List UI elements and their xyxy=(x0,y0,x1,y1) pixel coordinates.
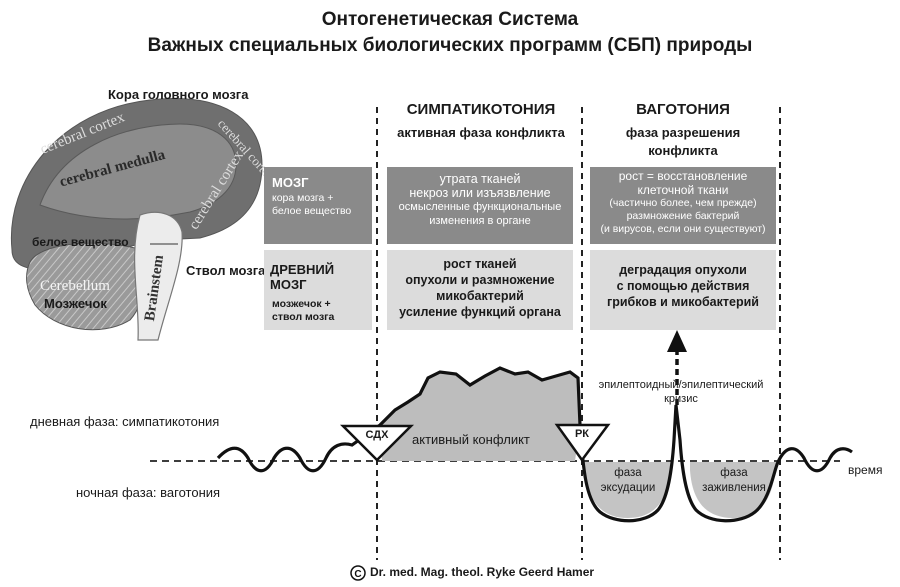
crisis-label-1: эпилептоидный/эпилептический xyxy=(598,379,764,391)
exudation-label-2: эксудации xyxy=(600,482,656,494)
active-conflict-label: активный конфликт xyxy=(412,432,530,447)
cell-brain-healing: рост = восстановление клеточной ткани (ч… xyxy=(590,167,776,244)
svg-text:C: C xyxy=(354,569,361,580)
cell-brain-healing-line-1: рост = восстановление xyxy=(618,169,748,183)
cell-old-active-line-3: микобактерий xyxy=(436,289,524,303)
cerebellum-shape xyxy=(26,242,146,331)
vagotonia-subtitle-2: конфликта xyxy=(648,143,718,158)
cell-brain-healing-line-3: (частично более, чем прежде) xyxy=(609,197,757,209)
brainstem-label-ru: Ствол мозга xyxy=(186,263,266,278)
healing-label-1: фаза xyxy=(720,467,748,479)
white-matter-label: белое вещество xyxy=(32,235,129,249)
day-phase-label: дневная фаза: симпатикотония xyxy=(30,414,220,429)
cl-marker-label: РК xyxy=(574,428,590,440)
vegetative-rhythm-curve xyxy=(216,366,853,523)
author-credit: Dr. med. Mag. theol. Ryke Geerd Hamer xyxy=(370,565,595,579)
cell-old-active-line-4: усиление функций органа xyxy=(399,305,561,319)
vagotonia-subtitle-1: фаза разрешения xyxy=(625,125,741,140)
row-old-brain-sub-2: ствол мозга xyxy=(272,311,335,323)
cell-brain-healing-line-5: (и вирусов, если они существуют) xyxy=(600,223,766,235)
crisis-arrow-head xyxy=(667,330,687,352)
copyright-icon xyxy=(350,565,366,581)
healing-label-2: заживления xyxy=(702,482,766,494)
row-old-brain-header: ДРЕВНИЙ МОЗГ мозжечок + ствол мозга xyxy=(264,250,372,330)
cell-brain-healing-line-4: размножение бактерий xyxy=(626,210,740,222)
row-brain-sub-2: белое вещество xyxy=(272,205,352,217)
cell-brain-active-line-2: некроз или изъязвление xyxy=(409,186,551,200)
cell-brain-active-line-1: утрата тканей xyxy=(439,172,521,186)
sympathicotonia-subtitle: активная фаза конфликта xyxy=(397,125,565,140)
cerebellum-label-ru: Мозжечок xyxy=(44,296,107,311)
row-old-brain-head: ДРЕВНИЙ МОЗГ xyxy=(270,262,335,292)
cell-brain-active-line-3: осмысленные функциональные xyxy=(398,201,562,213)
cell-old-brain-healing: деградация опухоли с помощью действия гр… xyxy=(590,250,776,330)
active-conflict-area xyxy=(380,368,580,461)
night-phase-label: ночная фаза: ваготония xyxy=(76,485,221,500)
cell-brain-active: утрата тканей некроз или изъязвление осм… xyxy=(387,167,573,244)
row-brain-sub-1: кора мозга + xyxy=(272,192,334,204)
cs-marker-label: СДХ xyxy=(365,429,389,441)
exudation-trough xyxy=(584,462,670,518)
cell-old-brain-active: рост тканей опухоли и размножение микоба… xyxy=(387,250,573,330)
cell-brain-active-line-4: изменения в органе xyxy=(429,215,531,227)
cell-old-active-line-1: рост тканей xyxy=(443,257,517,271)
title-line-1: Онтогенетическая Система xyxy=(321,9,579,30)
cell-brain-healing-line-2: клеточной ткани xyxy=(637,183,729,197)
row-old-brain-sub-1: мозжечок + xyxy=(272,298,331,310)
cell-old-healing-line-1: деградация опухоли xyxy=(619,263,747,277)
row-brain-head: МОЗГ xyxy=(272,175,309,190)
title-line-2: Важных специальных биологических програм… xyxy=(147,35,753,56)
vagotonia-title: ВАГОТОНИЯ xyxy=(636,101,730,118)
brain-medulla-band xyxy=(39,123,237,220)
row-brain-header: МОЗГ кора мозга + белое вещество xyxy=(264,167,372,244)
cs-marker-triangle xyxy=(339,424,415,462)
healing-trough xyxy=(690,462,776,518)
cl-marker-triangle xyxy=(554,423,611,463)
cell-old-healing-line-2: с помощью действия xyxy=(616,279,750,293)
crisis-label-2: кризис xyxy=(664,393,698,405)
cell-old-healing-line-3: грибков и микобактерий xyxy=(607,295,759,309)
cortex-label-ru: Кора головного мозга xyxy=(108,87,249,102)
cell-old-active-line-2: опухоли и размножение xyxy=(405,273,555,287)
sympathicotonia-title: СИМПАТИКОТОНИЯ xyxy=(406,101,556,118)
exudation-label-1: фаза xyxy=(614,467,642,479)
time-axis-label: время xyxy=(848,463,883,477)
cerebellum-label-en: Cerebellum xyxy=(40,278,110,294)
